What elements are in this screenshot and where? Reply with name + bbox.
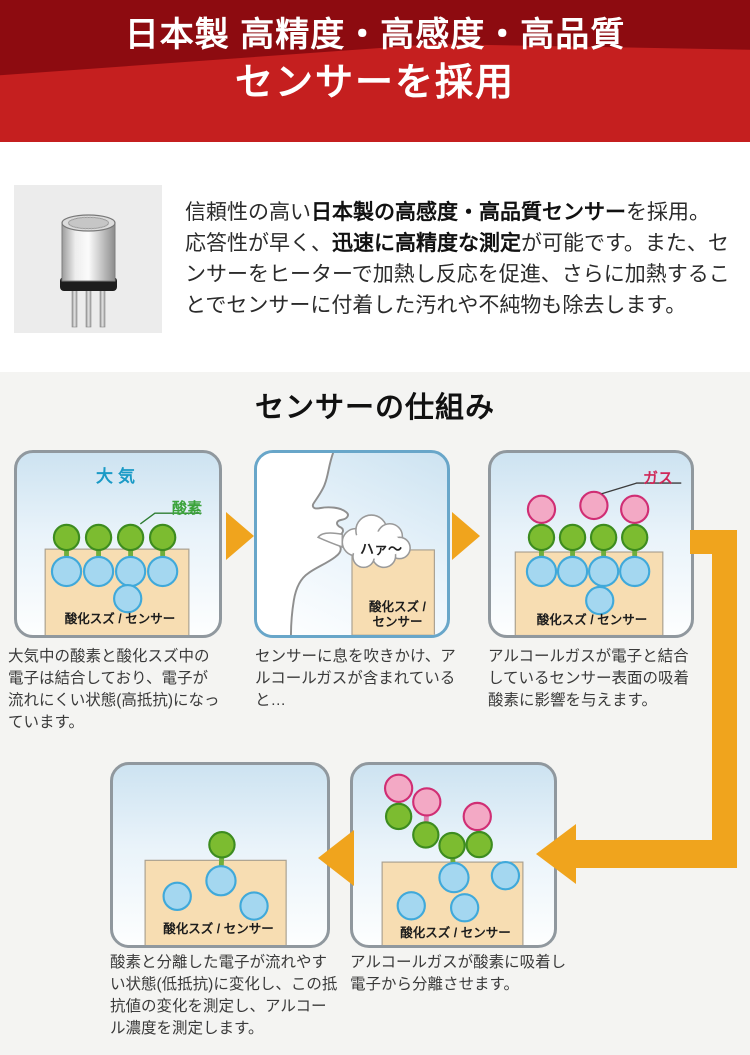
panel-gas-adsorption: ガス 酸化スズ / センサー — [488, 450, 694, 638]
label-atmosphere: 大気 — [96, 467, 140, 486]
sensor-photo-graphic — [14, 185, 162, 333]
diagram-section: センサーの仕組み 大気 酸素 酸化スズ / — [0, 372, 750, 1055]
caption-step5: 酸素と分離した電子が流れやすい状態(低抵抗)に変化し、この抵抗値の変化を測定し、… — [110, 954, 338, 1037]
label-sensor-5: 酸化スズ / センサー — [163, 922, 274, 936]
intro-run-3: を採用。応答性が早く、 — [185, 201, 710, 255]
label-oxygen: 酸素 — [172, 500, 203, 517]
intro-run-1: 信頼性の高い — [185, 201, 311, 224]
panel-low-resistance: 酸化スズ / センサー — [110, 762, 330, 948]
panel-breath: ハァ～ 酸化スズ / センサー — [254, 450, 450, 638]
caption-step1: 大気中の酸素と酸化スズ中の電子は結合しており、電子が流れにくい状態(高抵抗)にな… — [8, 648, 220, 731]
label-sensor-4: 酸化スズ / センサー — [400, 926, 511, 940]
diagram-title: センサーの仕組み — [254, 392, 495, 424]
caption-step3: アルコールガスが電子と結合しているセンサー表面の吸着酸素に影響を与えます。 — [488, 648, 690, 709]
breath-illustration — [257, 453, 435, 635]
arrow-right-icon-2 — [452, 512, 480, 560]
arrow-right-icon-1 — [226, 512, 254, 560]
header-banner: 日本製 高精度・高感度・高品質 センサーを採用 — [0, 0, 750, 142]
intro-run-5: が可能です。また、センサーをヒーターで加熱し反応を促進、さらに加熱することでセン… — [185, 232, 730, 317]
intro-run-2-bold: 日本製の高感度・高品質センサー — [311, 201, 626, 224]
molecule-diagram-low-resistance — [144, 831, 287, 945]
intro-run-4-bold: 迅速に高精度な測定 — [332, 232, 521, 255]
panel-atmosphere: 大気 酸素 酸化スズ / センサー — [14, 450, 222, 638]
panel-gas-separation: 酸化スズ / センサー — [350, 762, 557, 948]
header-title-line1: 日本製 高精度・高感度・高品質 — [124, 16, 626, 54]
sensor-photo — [14, 185, 162, 333]
caption-step2: センサーに息を吹きかけ、アルコールガスが含まれていると… — [255, 648, 456, 709]
caption-step4: アルコールガスが酸素に吸着し電子から分離させます。 — [350, 954, 567, 993]
label-sensor-2-line1: 酸化スズ / — [369, 600, 426, 614]
molecule-diagram-separation — [381, 773, 524, 945]
label-sensor-2: 酸化スズ / センサー — [355, 600, 440, 630]
label-sensor-3: 酸化スズ / センサー — [536, 613, 648, 627]
label-sensor-2-line2: センサー — [372, 615, 423, 629]
molecule-diagram-atmosphere — [44, 512, 202, 635]
intro-paragraph: 信頼性の高い日本製の高感度・高品質センサーを採用。応答性が早く、迅速に高精度な測… — [185, 197, 730, 321]
breath-bubble-text: ハァ～ — [360, 541, 402, 557]
label-gas: ガス — [643, 470, 674, 487]
label-sensor-1: 酸化スズ / センサー — [64, 612, 176, 626]
header-title-line2: センサーを採用 — [234, 62, 515, 104]
